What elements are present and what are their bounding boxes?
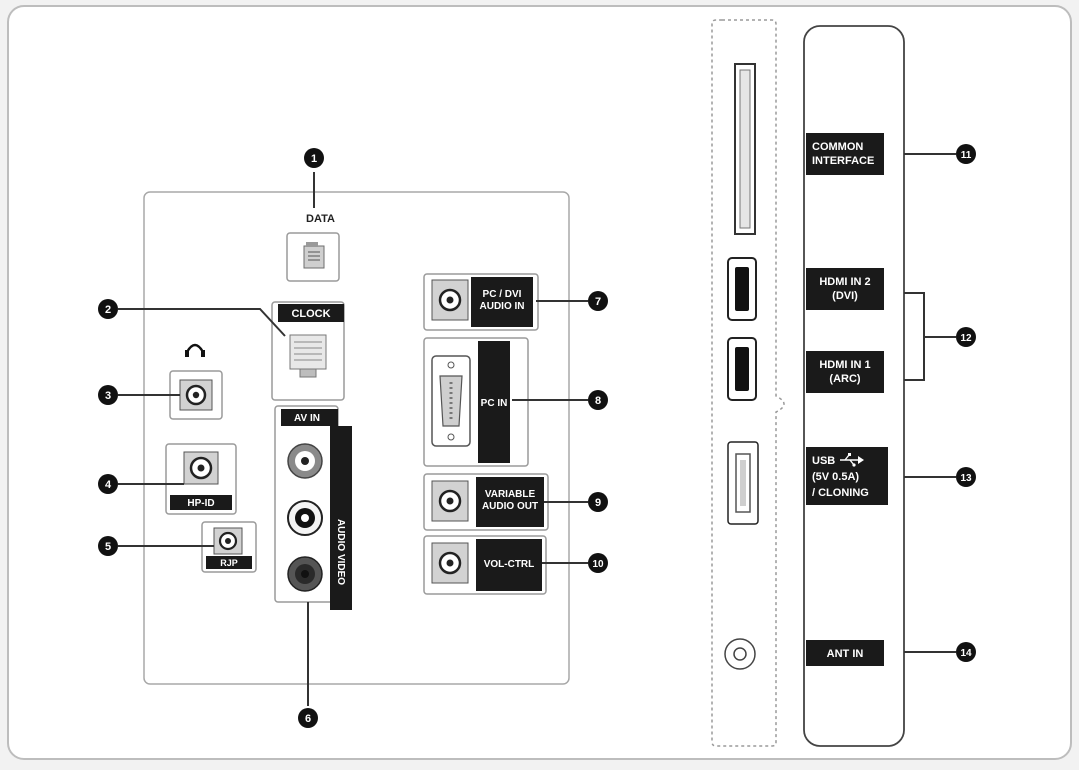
variable-audio-out-port: VARIABLE AUDIO OUT xyxy=(423,473,549,531)
hdmi-1-label-box: HDMI IN 1 (ARC) xyxy=(806,351,884,393)
rj45-icon xyxy=(289,334,327,378)
hdmi1-label-1: HDMI IN 1 xyxy=(819,359,870,371)
av-in-label: AV IN xyxy=(294,413,320,424)
svg-text:3: 3 xyxy=(105,390,111,402)
svg-text:8: 8 xyxy=(595,395,601,407)
usb-port xyxy=(727,441,759,525)
svg-text:4: 4 xyxy=(105,479,112,491)
svg-text:12: 12 xyxy=(960,333,972,344)
hdmi2-label-1: HDMI IN 2 xyxy=(819,276,870,288)
callout-2: 2 xyxy=(98,299,118,319)
av-side-label: AUDIO VIDEO xyxy=(335,519,346,585)
data-label: DATA xyxy=(306,213,335,225)
callout-13: 13 xyxy=(956,467,976,487)
svg-text:5: 5 xyxy=(105,541,111,553)
svg-text:11: 11 xyxy=(961,150,972,161)
ant-in-label: ANT IN xyxy=(827,648,864,660)
hp-id-label: HP-ID xyxy=(187,498,214,509)
headphone-port xyxy=(169,343,223,420)
svg-text:2: 2 xyxy=(105,304,111,316)
vga-icon xyxy=(431,355,471,447)
ant-in-port xyxy=(724,638,756,670)
callout-14: 14 xyxy=(956,642,976,662)
hdmi-2-port xyxy=(727,257,757,321)
phone-jack-icon xyxy=(303,242,325,269)
svg-text:10: 10 xyxy=(592,559,604,570)
hdmi2-label-2: (DVI) xyxy=(832,290,858,302)
svg-text:1: 1 xyxy=(311,153,317,165)
headphone-icon xyxy=(185,343,205,357)
callout-10: 10 xyxy=(588,553,608,573)
av-in-port: AV IN AUDIO VIDEO xyxy=(274,405,352,610)
pc-dvi-label-2: AUDIO IN xyxy=(480,301,525,312)
pc-dvi-label-1: PC / DVI xyxy=(483,289,522,300)
callout-7: 7 xyxy=(588,291,608,311)
rjp-port: RJP xyxy=(201,521,257,573)
svg-text:13: 13 xyxy=(960,473,972,484)
usb-label-box: USB (5V 0.5A) / CLONING xyxy=(806,447,888,505)
svg-text:6: 6 xyxy=(305,713,311,725)
pc-dvi-audio-port: PC / DVI AUDIO IN xyxy=(423,273,539,331)
callout-9: 9 xyxy=(588,492,608,512)
pc-in-label: PC IN xyxy=(481,398,508,409)
usb-icon xyxy=(840,453,864,467)
ci-label-2: INTERFACE xyxy=(812,155,874,167)
callout-12: 12 xyxy=(956,327,976,347)
callout-5: 5 xyxy=(98,536,118,556)
audio-left-jack xyxy=(287,500,323,536)
callout-1: 1 xyxy=(304,148,324,168)
video-jack xyxy=(287,556,323,592)
hdmi-1-port xyxy=(727,337,757,401)
callout-3: 3 xyxy=(98,385,118,405)
callout-8: 8 xyxy=(588,390,608,410)
hdmi1-label-2: (ARC) xyxy=(829,373,860,385)
usb-label-3: / CLONING xyxy=(812,487,869,499)
common-interface-label-box: COMMON INTERFACE xyxy=(806,133,884,175)
rjp-label: RJP xyxy=(220,558,238,568)
variable-label-1: VARIABLE xyxy=(485,489,536,500)
svg-text:14: 14 xyxy=(960,648,972,659)
hdmi-2-label-box: HDMI IN 2 (DVI) xyxy=(806,268,884,310)
svg-text:7: 7 xyxy=(595,296,601,308)
callout-4: 4 xyxy=(98,474,118,494)
variable-label-2: AUDIO OUT xyxy=(482,501,538,512)
usb-label-1: USB xyxy=(812,455,835,467)
vol-ctrl-port: VOL-CTRL xyxy=(423,535,547,595)
leader-lines xyxy=(118,153,956,706)
usb-label-2: (5V 0.5A) xyxy=(812,471,859,483)
audio-right-jack xyxy=(287,443,323,479)
data-port: DATA xyxy=(286,213,340,282)
callout-11: 11 xyxy=(956,144,976,164)
pc-in-port: PC IN xyxy=(423,337,529,467)
ci-label-1: COMMON xyxy=(812,141,863,153)
svg-text:9: 9 xyxy=(595,497,601,509)
clock-port: CLOCK xyxy=(271,301,345,401)
vol-ctrl-label: VOL-CTRL xyxy=(484,559,535,570)
clock-label: CLOCK xyxy=(291,308,330,320)
common-interface-slot xyxy=(734,63,756,235)
hp-id-port: HP-ID xyxy=(165,443,237,515)
callout-6: 6 xyxy=(298,708,318,728)
ant-in-label-box: ANT IN xyxy=(806,640,884,666)
